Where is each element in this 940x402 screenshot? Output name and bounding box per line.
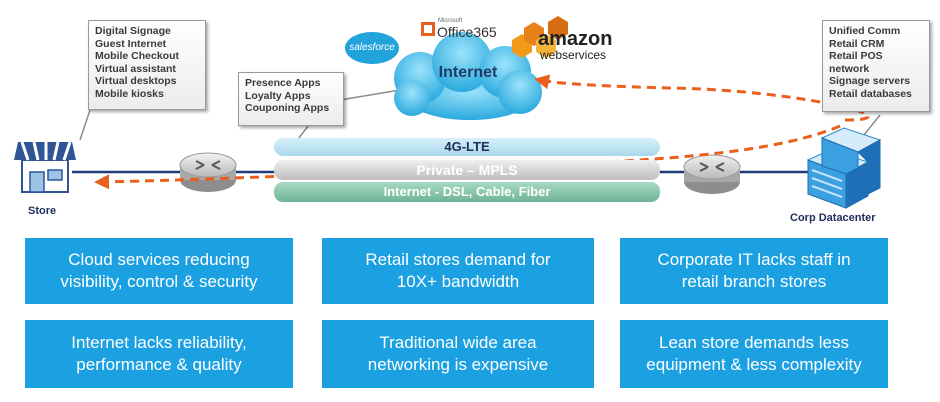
- callout-item: Retail POS: [829, 50, 883, 63]
- lte-link: 4G-LTE: [274, 138, 660, 156]
- callout-item: network: [829, 62, 870, 75]
- lte-link-label: 4G-LTE: [444, 139, 490, 154]
- salesforce-logo: salesforce: [345, 32, 399, 64]
- store-label: Store: [28, 205, 57, 217]
- datacenter-to-cloud-arrow: [534, 74, 870, 122]
- cloud-apps-callout: Presence Apps Loyalty Apps Couponing App…: [238, 72, 344, 126]
- challenge-box-internet-reliability: Internet lacks reliability,performance &…: [25, 320, 293, 388]
- callout-item: Retail databases: [829, 87, 912, 100]
- internet-cloud-icon: [394, 32, 542, 120]
- internet-link-label: Internet - DSL, Cable, Fiber: [383, 184, 551, 199]
- datacenter-apps-callout: Unified Comm Retail CRM Retail POS netwo…: [822, 20, 930, 112]
- callout-item: Presence Apps: [245, 77, 321, 89]
- internet-link: Internet - DSL, Cable, Fiber: [274, 182, 660, 202]
- amazon-webservices-logo: webservices: [540, 48, 607, 62]
- datacenter-label: Corp Datacenter: [790, 212, 876, 224]
- aws-logo-icon: [512, 16, 568, 58]
- datacenter-icon: [806, 127, 882, 209]
- datacenter-to-store-arrow: [94, 124, 841, 190]
- callout-item: Loyalty Apps: [245, 89, 311, 102]
- callout-item: Mobile kiosks: [95, 87, 164, 100]
- datacenter-router-icon: [683, 154, 741, 194]
- callout-item: Guest Internet: [95, 37, 167, 50]
- callout-item: Unified Comm: [829, 25, 901, 37]
- store-apps-callout: Digital Signage Guest Internet Mobile Ch…: [88, 20, 206, 110]
- callout-item: Digital Signage: [95, 25, 171, 37]
- office-vendor-label: Microsoft: [438, 18, 463, 24]
- store-icon: [14, 141, 76, 193]
- amazon-logo: amazon: [538, 28, 613, 50]
- office365-logo: Office365: [437, 24, 497, 40]
- internet-cloud-label: Internet: [438, 64, 498, 81]
- callout-item: Virtual assistant: [95, 62, 176, 75]
- callout-item: Couponing Apps: [245, 102, 330, 115]
- callout-item: Mobile Checkout: [95, 50, 180, 63]
- callout-item: Signage servers: [829, 75, 911, 88]
- mpls-link: Private – MPLS: [274, 160, 660, 180]
- callout-item: Retail CRM: [829, 37, 885, 50]
- mpls-link-label: Private – MPLS: [416, 162, 518, 178]
- store-router-icon: [179, 152, 237, 192]
- callout-item: Virtual desktops: [95, 75, 177, 88]
